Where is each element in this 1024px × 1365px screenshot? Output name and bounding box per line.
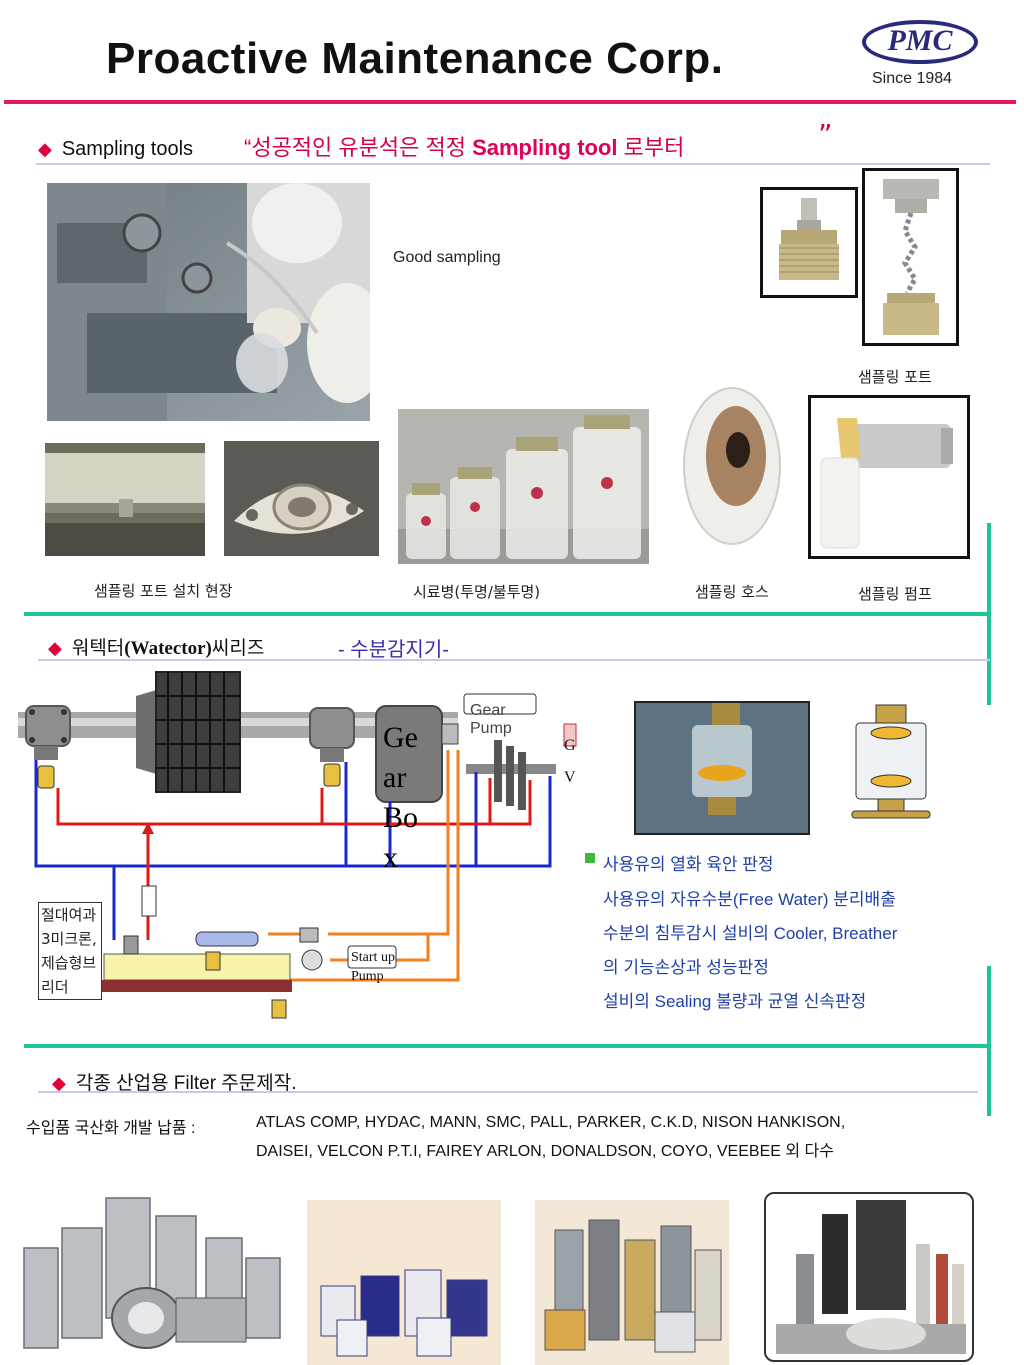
sampling-quote: “성공적인 유분석은 적정 Sampling tool 로부터 (244, 130, 684, 162)
filter-elements-photo (307, 1200, 501, 1365)
sampling-worker-photo (47, 183, 370, 421)
teal-divider-2 (24, 1044, 990, 1048)
gv-label: G V (564, 737, 576, 786)
diamond-bullet-icon: ◆ (38, 139, 52, 159)
page-title: Proactive Maintenance Corp. (106, 34, 724, 83)
quote-text-2: 로부터 (617, 135, 685, 160)
teal-vertical-2 (987, 966, 991, 1116)
filter-assortment-photo (535, 1200, 729, 1365)
logo-since: Since 1984 (872, 70, 953, 87)
caption-bottles: 시료병(투명/불투명) (413, 583, 541, 601)
watector-bullet-4: 의 기능손상과 성능판정 (603, 958, 769, 977)
watector-underline (38, 659, 990, 661)
sampling-port-photo-1 (760, 187, 858, 298)
teal-vertical-1 (987, 523, 991, 705)
quote-close: ” (818, 118, 833, 151)
sampling-hose-photo (680, 386, 782, 552)
logo-text: PMC (887, 24, 953, 57)
filters-heading: ◆ 각종 산업용 Filter 주문제작. (52, 1068, 297, 1095)
pipe-site-photo (45, 443, 205, 556)
caption-hose: 샘플링 호스 (695, 583, 769, 601)
watector-heading-ko2: 씨리즈 (211, 638, 265, 659)
sampling-heading-text: Sampling tools (61, 138, 194, 160)
gear-pump-label: Gear Pump (470, 702, 512, 737)
filters-brands-2: DAISEI, VELCON P.T.I, FAIREY ARLON, DONA… (256, 1143, 834, 1160)
quote-text: 성공적인 유분석은 적정 (251, 135, 473, 160)
logo-oval (862, 20, 978, 64)
watector-bullet-5: 설비의 Sealing 불량과 균열 신속판정 (603, 992, 867, 1011)
caption-pump: 샘플링 펌프 (858, 585, 932, 603)
gear-box-label: Ge ar Bo x (383, 721, 419, 874)
startup-pump-label: Start up Pump (351, 950, 395, 984)
quote-highlight: Sampling tool (472, 135, 618, 160)
watector-heading-ko: 워텍터 (71, 638, 125, 659)
teal-divider-1 (24, 612, 990, 616)
sampling-heading: ◆ Sampling tools (38, 138, 193, 161)
caption-sampling-port: 샘플링 포트 (858, 368, 932, 386)
filters-brands-1: ATLAS COMP, HYDAC, MANN, SMC, PALL, PARK… (256, 1114, 846, 1131)
watector-system-diagram: Ge ar Bo x Gear Pump G V 절대여과3미크론,제습형브리더… (18, 668, 588, 1030)
sampling-underline (36, 163, 990, 165)
quote-open: “ (244, 135, 252, 160)
diamond-bullet-icon: ◆ (48, 638, 62, 658)
filter-cartridges-photo (16, 1188, 288, 1360)
watector-subtitle: - 수분감지기- (338, 639, 449, 661)
header-divider (4, 100, 1016, 104)
watector-photo (634, 701, 810, 835)
sampling-pump-photo (808, 395, 970, 559)
watector-illustration (848, 703, 934, 820)
watector-bullet-1: 사용유의 열화 육안 판정 (603, 855, 774, 874)
watector-heading: ◆ 워텍터(Watector)씨리즈 (48, 633, 264, 660)
good-sampling-label: Good sampling (393, 249, 501, 266)
caption-port-site: 샘플링 포트 설치 현장 (94, 582, 233, 600)
pmc-logo: PMC Since 1984 (856, 18, 984, 98)
watector-bullet-3: 수분의 침투감시 설비의 Cooler, Breather (603, 924, 898, 943)
filters-label: 수입품 국산화 개발 납품 : (26, 1120, 196, 1137)
filters-heading-text: 각종 산업용 Filter 주문제작. (75, 1073, 297, 1094)
watector-bullet-2: 사용유의 자유수분(Free Water) 분리배출 (603, 890, 896, 909)
watector-heading-en: (Watector) (124, 638, 212, 659)
sampling-port-photo-2 (862, 168, 959, 346)
filters-underline (38, 1091, 978, 1093)
breather-label: 절대여과3미크론,제습형브리더 (38, 902, 102, 1000)
filter-housings-photo (764, 1192, 974, 1362)
diamond-bullet-icon: ◆ (52, 1073, 66, 1093)
sample-bottles-photo (398, 409, 649, 564)
green-square-bullet-icon (585, 853, 595, 863)
flange-site-photo (224, 441, 379, 556)
